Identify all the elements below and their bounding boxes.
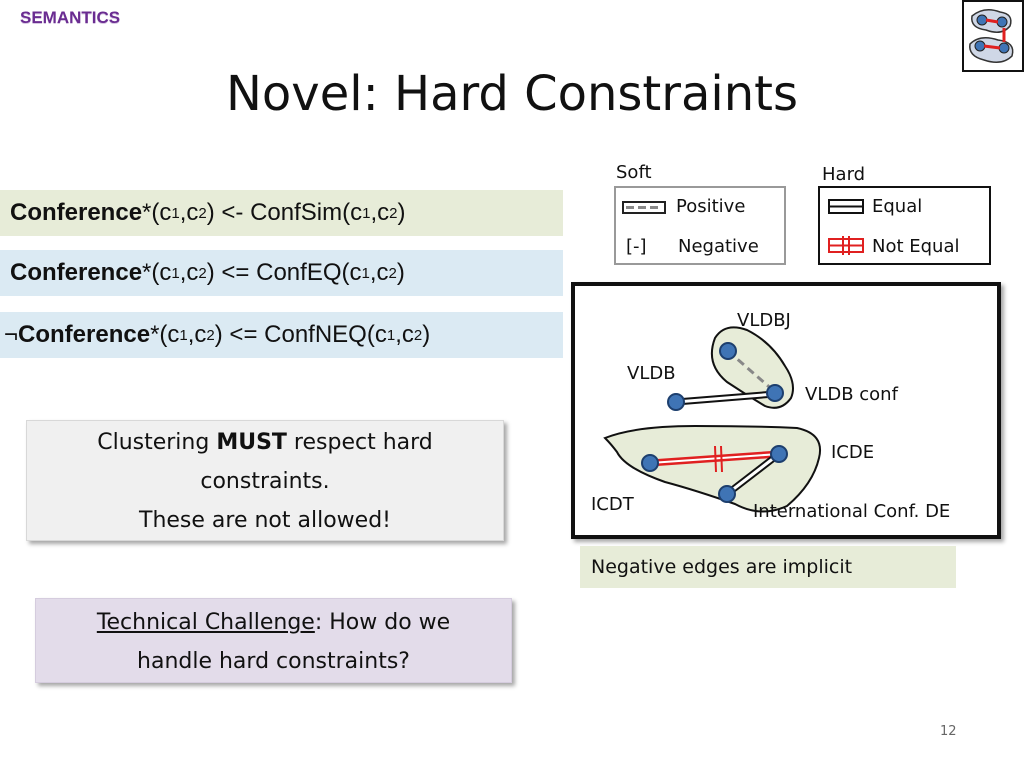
cluster-diagram: VLDBJ VLDB VLDB conf ICDE ICDT Internati… — [571, 282, 1001, 539]
node-vldbj — [719, 342, 737, 360]
label-icdt: ICDT — [591, 494, 635, 515]
label-vldb: VLDB — [627, 363, 676, 384]
not-equal-label: Not Equal — [872, 236, 960, 257]
page-title: Novel: Hard Constraints — [226, 66, 798, 122]
node-icdt — [641, 454, 659, 472]
challenge-label: Technical Challenge — [96, 610, 315, 635]
soft-legend: Positive [-] Negative — [614, 186, 786, 265]
label-vldbj: VLDBJ — [737, 310, 791, 331]
node-vldb — [667, 393, 685, 411]
not-equal-edge-icon — [828, 236, 864, 255]
node-icde — [770, 445, 788, 463]
positive-edge-icon — [622, 201, 666, 214]
edge-vldb-vldbconf — [675, 390, 776, 406]
edge-icdt-icde — [649, 445, 780, 473]
node-intl-conf-de — [718, 485, 736, 503]
soft-legend-title: Soft — [616, 162, 652, 183]
section-tag: SEMANTICS — [20, 8, 121, 27]
label-icde: ICDE — [831, 442, 874, 463]
node-vldb-conf — [766, 384, 784, 402]
label-vldb-conf: VLDB conf — [805, 384, 899, 405]
page-number: 12 — [940, 724, 957, 739]
edge-vldbj-vldbconf — [727, 349, 776, 394]
equal-edge-icon — [828, 199, 864, 214]
hard-legend-title: Hard — [822, 164, 866, 185]
negative-marker: [-] — [626, 236, 647, 257]
challenge-callout: Technical Challenge: How do we handle ha… — [35, 598, 512, 683]
equal-label: Equal — [872, 196, 923, 217]
logo-icon — [962, 0, 1024, 72]
label-intl-conf-de: International Conf. DE — [753, 501, 950, 522]
clustering-callout: Clustering MUST respect hard constraints… — [26, 420, 504, 541]
implicit-edges-note: Negative edges are implicit — [580, 546, 956, 588]
negative-label: Negative — [678, 236, 759, 257]
positive-label: Positive — [676, 196, 746, 217]
hard-legend: Equal Not Equal — [818, 186, 991, 265]
icde-cluster-region — [603, 424, 821, 513]
edge-icde-intl — [724, 451, 782, 497]
